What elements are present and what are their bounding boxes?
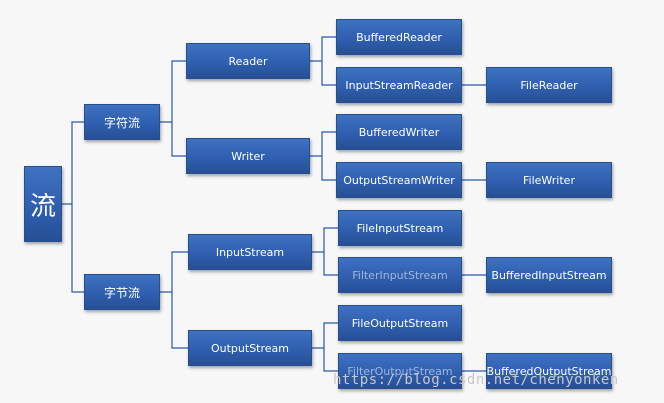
node-inputstreamreader: InputStreamReader xyxy=(336,67,462,103)
node-writer: Writer xyxy=(186,138,310,174)
connector-root xyxy=(62,121,84,293)
node-inputstream: InputStream xyxy=(188,234,312,270)
connector-writer xyxy=(310,131,336,181)
node-outputstream: OutputStream xyxy=(188,330,312,366)
node-fileinputstream: FileInputStream xyxy=(338,210,462,246)
node-byte-stream: 字节流 xyxy=(84,274,160,310)
node-bufferedoutputstream: BufferedOutputStream xyxy=(486,353,612,389)
node-fileoutputstream: FileOutputStream xyxy=(338,305,462,341)
watermark-url: https://blog.csdn.net/chenyonken xyxy=(333,372,619,388)
node-filereader: FileReader xyxy=(486,67,612,103)
node-filteroutputstream: FilterOutputStream xyxy=(338,353,462,389)
node-reader: Reader xyxy=(186,43,310,79)
node-filterinputstream: FilterInputStream xyxy=(338,257,462,293)
node-bufferedinputstream: BufferedInputStream xyxy=(486,257,612,293)
node-outputstreamwriter: OutputStreamWriter xyxy=(336,162,462,198)
connector-char-stream xyxy=(160,60,186,157)
connector-reader xyxy=(310,36,336,86)
connector-outputstream xyxy=(312,322,338,372)
connector-byte-stream xyxy=(160,251,188,349)
node-bufferedwriter: BufferedWriter xyxy=(336,114,462,150)
connector-inputstream xyxy=(312,227,338,276)
node-bufferedreader: BufferedReader xyxy=(336,19,462,55)
node-stream-root: 流 xyxy=(24,166,62,242)
node-char-stream: 字符流 xyxy=(84,104,160,140)
node-filewriter: FileWriter xyxy=(486,162,612,198)
